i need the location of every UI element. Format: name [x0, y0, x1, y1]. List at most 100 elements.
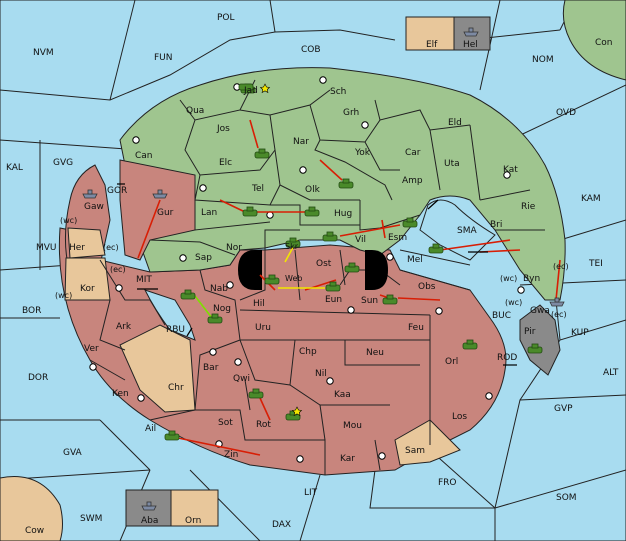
- army-unit[interactable]: [325, 281, 341, 292]
- label-nog: Nog: [213, 304, 231, 314]
- army-unit[interactable]: [338, 178, 354, 189]
- army-unit[interactable]: [402, 217, 418, 228]
- label-vil: Vil: [355, 235, 366, 245]
- label-orl: Orl: [445, 357, 458, 367]
- label-pol: POL: [217, 13, 235, 23]
- label-nar: Nar: [293, 137, 309, 147]
- label-mvu: MVU: [36, 243, 57, 253]
- region-sam[interactable]: [394, 419, 461, 466]
- south-borders: [89, 249, 471, 475]
- label-gwa: Gwa: [530, 306, 550, 316]
- fleet-unit[interactable]: [141, 501, 157, 511]
- supply-center: [296, 455, 304, 463]
- star-icon: [259, 83, 271, 94]
- label-qua: Qua: [186, 106, 204, 116]
- fleets: [82, 27, 565, 511]
- army-unit[interactable]: [164, 430, 180, 441]
- coast-tag: (ec): [110, 265, 126, 274]
- coast-tag: (wc): [505, 298, 522, 307]
- label-eun: Eun: [325, 295, 342, 305]
- label-bor: BOR: [22, 306, 41, 316]
- label-gaw: Gaw: [84, 202, 104, 212]
- label-gvp: GVP: [554, 404, 573, 414]
- label-olk: Olk: [305, 185, 321, 195]
- label-zin: Zin: [224, 450, 238, 460]
- fleet-unit[interactable]: [82, 189, 98, 199]
- supply-center: [435, 307, 443, 315]
- label-qwi: Qwi: [233, 374, 250, 384]
- region-con[interactable]: [562, 0, 626, 81]
- region-cow[interactable]: [0, 476, 63, 541]
- label-kor: Kor: [80, 284, 95, 294]
- label-neu: Neu: [366, 348, 384, 358]
- label-feu: Feu: [408, 323, 424, 333]
- label-som: SOM: [556, 493, 577, 503]
- coast-tag: (wc): [60, 216, 77, 225]
- label-dax: DAX: [272, 520, 291, 530]
- label-gur: Gur: [157, 208, 174, 218]
- supply-center: [517, 286, 525, 294]
- star-markers: [259, 83, 303, 417]
- supply-center: [199, 184, 207, 192]
- label-hug: Hug: [334, 209, 352, 219]
- label-pir: Pir: [524, 327, 536, 337]
- army-unit[interactable]: [344, 262, 360, 273]
- label-uta: Uta: [444, 159, 460, 169]
- label-nor: Nor: [226, 243, 242, 253]
- supply-center: [485, 392, 493, 400]
- army-unit[interactable]: [462, 339, 478, 350]
- label-her: Her: [69, 243, 85, 253]
- army-unit[interactable]: [264, 274, 280, 285]
- fleet-unit[interactable]: [463, 27, 479, 37]
- army-unit[interactable]: [254, 148, 270, 159]
- supply-center: [132, 136, 140, 144]
- supply-center: [378, 452, 386, 460]
- supply-center: [234, 358, 242, 366]
- label-esm: Esm: [388, 233, 407, 243]
- legend-orn-box: [170, 489, 219, 527]
- label-kat: Kat: [503, 165, 518, 175]
- coast-tag: (wc): [500, 274, 517, 283]
- label-kaa: Kaa: [334, 390, 351, 400]
- coast-tag: (wc): [55, 291, 72, 300]
- fleet-unit[interactable]: [152, 189, 168, 199]
- label-ovd: OVD: [556, 108, 576, 118]
- region-her[interactable]: [67, 227, 106, 259]
- army-unit[interactable]: [428, 243, 444, 254]
- army-unit[interactable]: [382, 294, 398, 305]
- central-canal: [238, 250, 388, 290]
- label-hil: Hil: [253, 299, 265, 309]
- legend-elf-label: Elf: [426, 40, 438, 50]
- region-gur[interactable]: [119, 159, 196, 261]
- supply-center: [386, 253, 394, 261]
- southern-landmass: [58, 227, 507, 476]
- label-kar: Kar: [340, 454, 355, 464]
- units: [164, 83, 543, 441]
- army-unit[interactable]: [285, 237, 301, 248]
- army-unit[interactable]: [180, 289, 196, 300]
- army-unit[interactable]: [304, 206, 320, 217]
- region-pir[interactable]: [519, 304, 561, 376]
- supply-center: [226, 281, 234, 289]
- label-nvm: NVM: [33, 48, 54, 58]
- label-ver: Ver: [84, 344, 99, 354]
- army-unit[interactable]: [527, 343, 543, 354]
- label-swm: SWM: [80, 514, 102, 524]
- label-kal: KAL: [6, 163, 23, 173]
- army-unit[interactable]: [322, 231, 338, 242]
- label-gor: GOR: [107, 186, 127, 196]
- fleet-unit[interactable]: [549, 297, 565, 307]
- supply-centers: [89, 76, 525, 463]
- army-unit[interactable]: [248, 388, 264, 399]
- label-sun: Sun: [361, 296, 378, 306]
- label-buc: BUC: [492, 311, 511, 321]
- army-unit[interactable]: [207, 313, 223, 324]
- label-ail: Ail: [145, 424, 156, 434]
- label-elc: Elc: [219, 158, 232, 168]
- label-cow: Cow: [25, 526, 44, 536]
- army-unit[interactable]: [238, 83, 254, 91]
- army-unit[interactable]: [242, 206, 258, 217]
- label-web: Web: [285, 274, 302, 283]
- region-labels: POL COB NVM FUN NOM Con OVD KAL GVG KAM …: [6, 13, 619, 536]
